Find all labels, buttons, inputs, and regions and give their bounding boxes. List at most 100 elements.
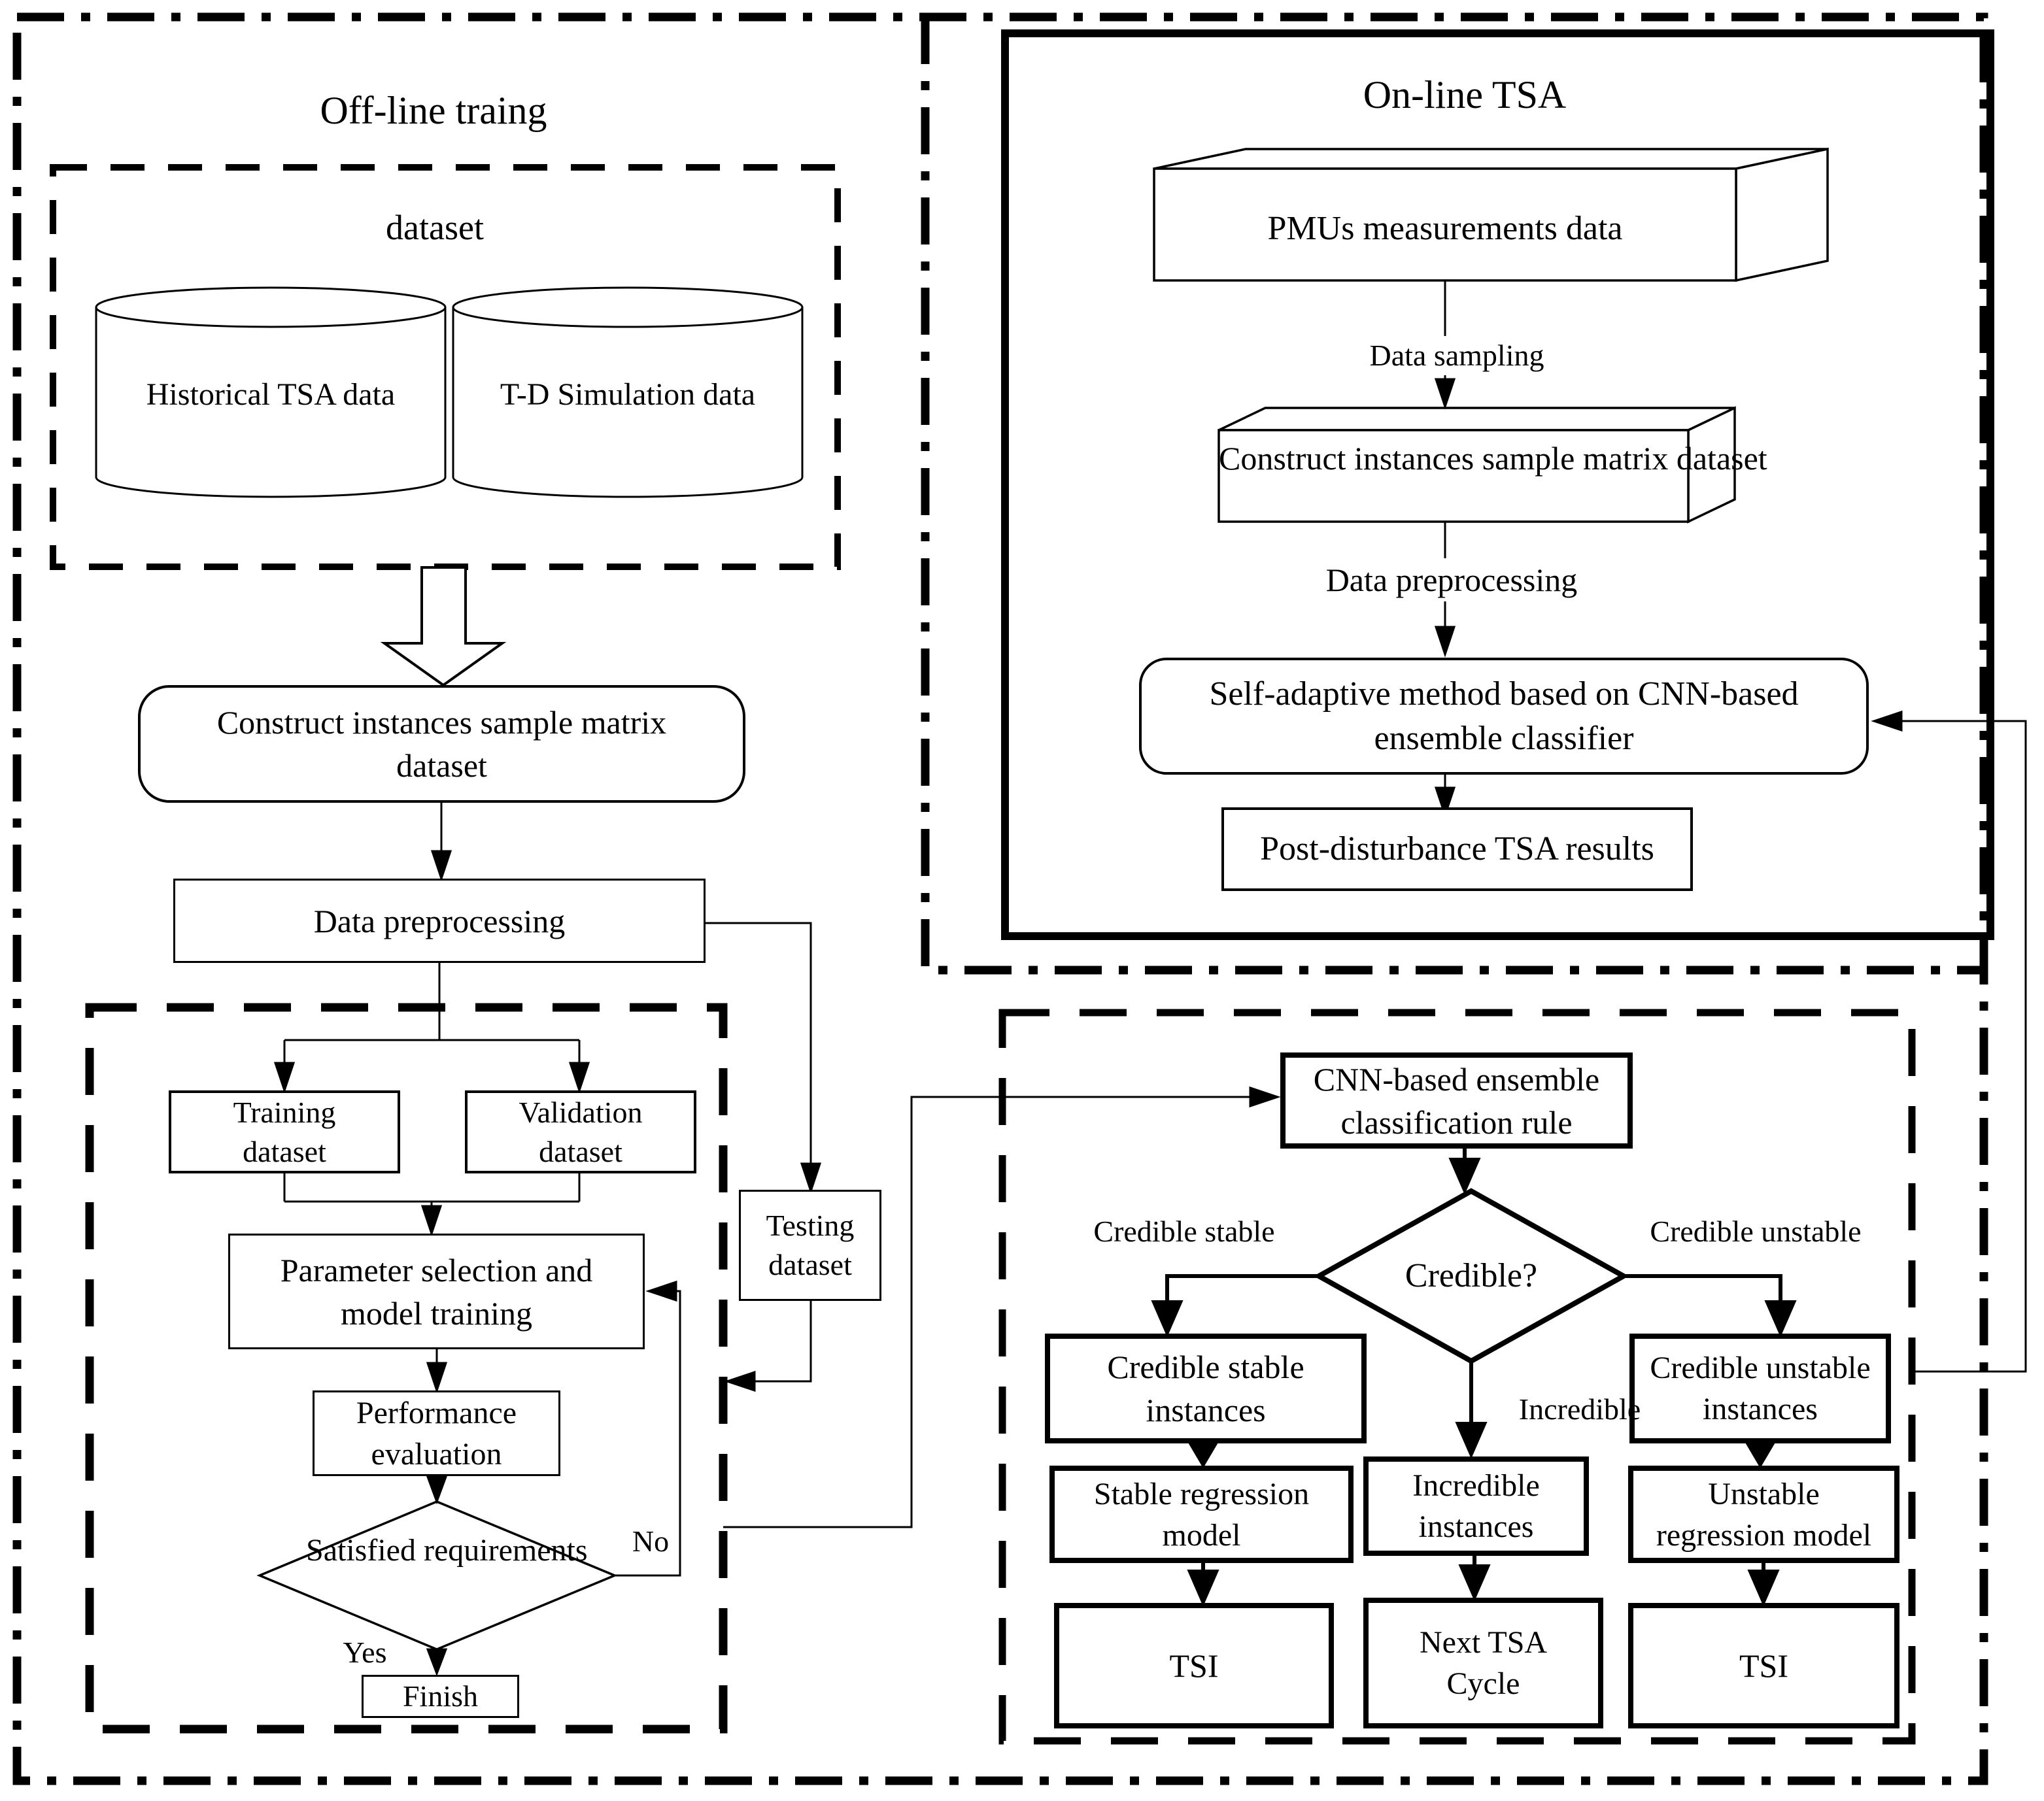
training-line1: Training xyxy=(233,1095,336,1129)
rule-line1: CNN-based ensemble xyxy=(1313,1060,1600,1098)
stable-model-line1: Stable regression xyxy=(1093,1476,1310,1511)
performance-evaluation-node: Performance evaluation xyxy=(313,1390,560,1476)
online-construct-line1: Construct instances sample xyxy=(1219,440,1575,477)
credible-stable-branch-label: Credible stable xyxy=(1093,1215,1275,1248)
selfadaptive-method-node: Self-adaptive method based on CNN-based … xyxy=(1139,658,1869,775)
tsi-right-node: TSI xyxy=(1628,1603,1899,1728)
pmus-3d-box xyxy=(1153,147,1829,282)
unstable-regression-model-node: Unstable regression model xyxy=(1628,1466,1899,1563)
performance-line2: evaluation xyxy=(371,1436,502,1472)
stable-regression-model-node: Stable regression model xyxy=(1049,1466,1354,1563)
arrow-selfadaptive-to-results xyxy=(1434,775,1456,818)
historical-tsa-cylinder xyxy=(95,286,447,498)
unstable-inst-line2: instances xyxy=(1703,1392,1818,1426)
arrow-construct-to-preprocess xyxy=(430,803,452,882)
unstable-model-line2: regression model xyxy=(1656,1517,1872,1553)
post-disturbance-results-node: Post-disturbance TSA results xyxy=(1221,807,1693,891)
td-simulation-label: T-D Simulation data xyxy=(500,377,756,412)
testing-line1: Testing xyxy=(766,1209,855,1242)
construct-line2: dataset xyxy=(396,747,487,784)
yes-branch-label: Yes xyxy=(343,1636,387,1669)
arrow-decision-to-finish xyxy=(426,1648,448,1677)
incredible-instances-node: Incredible instances xyxy=(1363,1456,1589,1556)
arrow-stablemodel-to-tsi xyxy=(1187,1563,1219,1607)
branch-incredible xyxy=(1455,1361,1488,1459)
split-to-training-validation xyxy=(273,963,590,1094)
parameter-selection-node: Parameter selection and model training xyxy=(228,1234,645,1349)
performance-line1: Performance xyxy=(356,1395,517,1430)
training-line2: dataset xyxy=(243,1134,326,1168)
satisfied-requirements-diamond xyxy=(256,1500,618,1651)
arrow-parameter-to-performance xyxy=(426,1349,448,1394)
arrow-performance-to-decision xyxy=(426,1475,448,1505)
offline-section-title: Off-line traing xyxy=(320,89,547,132)
credible-diamond-text: Credible? xyxy=(1405,1257,1538,1294)
data-sampling-label: Data sampling xyxy=(1339,336,1575,375)
pmus-box-label: PMUs measurements data xyxy=(1267,210,1623,247)
arrow-preprocess-to-testing xyxy=(706,922,822,1194)
branch-credible-stable xyxy=(1151,1274,1319,1338)
merge-to-parameter xyxy=(283,1173,581,1237)
tsi-left-node: TSI xyxy=(1054,1603,1334,1728)
validation-line1: Validation xyxy=(519,1095,643,1129)
stable-inst-line1: Credible stable xyxy=(1107,1349,1304,1385)
arrow-unstableinst-to-model xyxy=(1743,1440,1777,1468)
online-preprocess-label: Data preprocessing xyxy=(1301,558,1602,601)
arrow-testing-to-offline-box xyxy=(724,1301,812,1392)
testing-dataset-node: Testing dataset xyxy=(739,1190,881,1301)
arrow-unstablemodel-to-tsi xyxy=(1747,1563,1780,1607)
stable-inst-line2: instances xyxy=(1146,1392,1266,1428)
unstable-feedback-to-selfadaptive xyxy=(1871,710,2027,1373)
finish-node: Finish xyxy=(362,1675,519,1718)
credible-unstable-instances-node: Credible unstable instances xyxy=(1629,1334,1891,1443)
training-dataset-node: Training dataset xyxy=(169,1090,400,1173)
selfadaptive-line2: ensemble classifier xyxy=(1374,719,1634,757)
next-cycle-line1: Next TSA xyxy=(1419,1625,1548,1660)
next-cycle-line2: Cycle xyxy=(1446,1666,1520,1701)
construct-line1: Construct instances sample matrix xyxy=(216,704,667,741)
parameter-line1: Parameter selection and xyxy=(280,1251,593,1288)
incredible-line2: instances xyxy=(1418,1509,1534,1544)
dataset-group-label: dataset xyxy=(386,208,484,247)
stable-model-line2: model xyxy=(1162,1517,1241,1553)
selfadaptive-line1: Self-adaptive method based on CNN-based xyxy=(1209,675,1799,713)
outer-dashdot-border xyxy=(12,12,1988,1785)
credible-unstable-branch-label: Credible unstable xyxy=(1650,1215,1862,1248)
thin-connectors xyxy=(273,280,2027,1677)
validation-dataset-node: Validation dataset xyxy=(465,1090,696,1173)
online-section-title: On-line TSA xyxy=(1363,73,1567,116)
offline-online-divider xyxy=(921,17,1984,975)
satisfied-diamond-text: Satisfied requirements xyxy=(306,1530,588,1571)
online-construct-line2: matrix dataset xyxy=(1582,440,1767,477)
satisfied-line1: Satisfied xyxy=(306,1533,416,1568)
td-simulation-cylinder xyxy=(452,286,804,498)
no-feedback-loop xyxy=(615,1280,681,1577)
rule-line2: classification rule xyxy=(1340,1103,1573,1141)
online-construct-3d-box xyxy=(1218,406,1736,524)
offline-to-classification-rule xyxy=(723,1086,1281,1528)
training-loop-dashed-box xyxy=(85,1003,728,1734)
historical-tsa-label: Historical TSA data xyxy=(146,377,396,412)
block-arrow-down-icon xyxy=(380,566,507,687)
validation-line2: dataset xyxy=(539,1134,622,1168)
next-tsa-cycle-node: Next TSA Cycle xyxy=(1363,1598,1603,1728)
branch-credible-unstable xyxy=(1624,1274,1797,1338)
thick-connectors xyxy=(1151,1149,1797,1607)
arrow-stableinst-to-model xyxy=(1186,1440,1220,1468)
satisfied-line2: requirements xyxy=(423,1533,588,1568)
parameter-line2: model training xyxy=(341,1294,532,1332)
construct-matrix-node: Construct instances sample matrix datase… xyxy=(138,685,745,803)
credible-stable-instances-node: Credible stable instances xyxy=(1045,1334,1367,1443)
unstable-inst-line1: Credible unstable xyxy=(1650,1351,1871,1385)
incredible-line1: Incredible xyxy=(1412,1468,1540,1503)
testing-line2: dataset xyxy=(768,1248,852,1281)
online-tsa-frame xyxy=(1001,29,1994,940)
no-branch-label: No xyxy=(632,1524,670,1558)
online-construct-text: Construct instances sample matrix datase… xyxy=(1219,437,1767,480)
classification-dashed-box xyxy=(998,1009,1916,1745)
offline-preprocess-node: Data preprocessing xyxy=(173,879,706,963)
arrow-incredible-to-next xyxy=(1458,1556,1491,1602)
incredible-branch-label: Incredible xyxy=(1518,1392,1641,1426)
